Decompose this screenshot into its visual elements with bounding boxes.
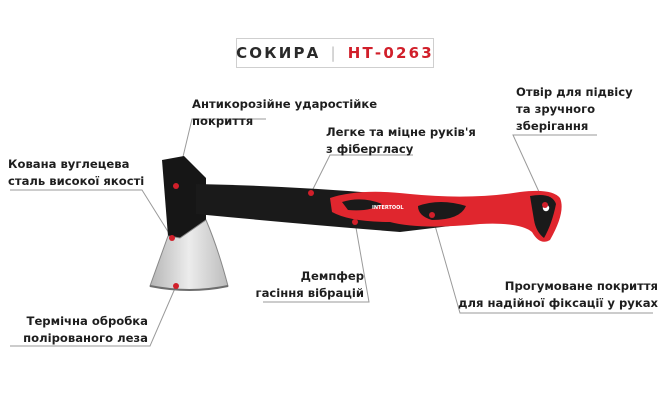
callout-line: Демпфер — [300, 269, 364, 283]
callout-line: покриття — [192, 114, 254, 128]
callout-steel: Кована вуглецева сталь високої якості — [8, 156, 144, 190]
callout-dot — [308, 190, 314, 196]
callout-line: полірованого леза — [23, 331, 148, 345]
title-separator: | — [330, 44, 338, 62]
callout-line: для надійної фіксації у руках — [458, 296, 658, 310]
callout-dot — [173, 183, 179, 189]
callout-handle: Легке та міцне руків'я з фібергласу — [326, 124, 476, 158]
callout-dot — [352, 219, 358, 225]
callout-damper: Демпфер гасіння вібрацій — [240, 268, 364, 302]
callout-grip: Прогумоване покриття для надійної фіксац… — [450, 278, 658, 312]
callout-line: Легке та міцне руків'я — [326, 125, 476, 139]
callout-line: та зручного — [516, 102, 596, 116]
callout-line: сталь високої якості — [8, 174, 145, 188]
callout-dot — [169, 235, 175, 241]
callout-line: Кована вуглецева — [8, 157, 130, 171]
product-model: НТ-0263 — [347, 44, 434, 62]
callout-dot — [542, 202, 548, 208]
callout-line: гасіння вібрацій — [255, 286, 364, 300]
callout-hole: Отвір для підвісу та зручного зберігання — [516, 84, 633, 135]
callout-line: Термічна обробка — [26, 314, 148, 328]
blade-edge — [149, 285, 229, 291]
grip-end-cap — [530, 195, 556, 238]
product-title-box: СОКИРА | НТ-0263 — [236, 38, 434, 68]
callout-dot — [429, 212, 435, 218]
axe-head — [162, 156, 206, 238]
brand-mark: INTERTOOL — [372, 205, 404, 211]
callout-coating: Антикорозійне ударостійке покриття — [192, 96, 377, 130]
callout-line: Прогумоване покриття — [504, 279, 658, 293]
callout-blade: Термічна обробка полірованого леза — [10, 313, 148, 347]
callout-line: зберігання — [516, 119, 589, 133]
callout-line: Антикорозійне ударостійке — [192, 97, 378, 111]
callout-dots — [169, 183, 548, 289]
grip-insert — [342, 199, 382, 211]
product-name: СОКИРА — [236, 44, 321, 62]
callout-dot — [173, 283, 179, 289]
callout-line: Отвір для підвісу — [516, 85, 633, 99]
callout-line: з фібергласу — [326, 142, 414, 156]
